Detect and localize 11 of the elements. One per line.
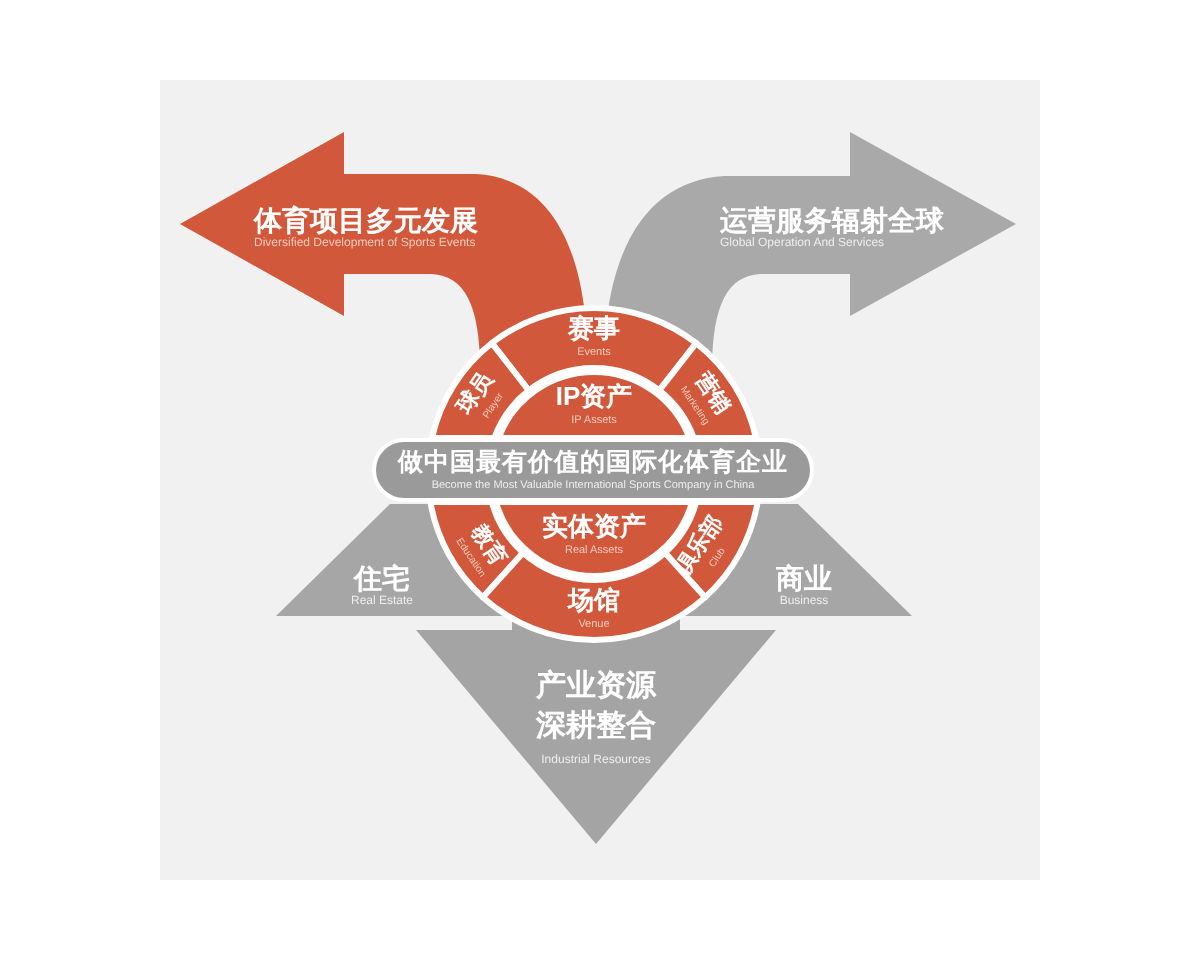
node-title: 商业 (776, 561, 832, 594)
node-title: 产业资源深耕整合 (534, 667, 659, 748)
node-title: 赛事 (568, 315, 620, 346)
node-title: 运营服务辐射全球 (720, 203, 944, 236)
node-title: 实体资产 (542, 513, 646, 544)
node-title: 体育项目多元发展 (254, 203, 478, 236)
node-title: IP资产 (555, 383, 633, 414)
node-title: 做中国最有价值的国际化体育企业 (398, 447, 788, 476)
node-title: 场馆 (568, 587, 620, 618)
node-title: 住宅 (354, 561, 410, 594)
center-banner (372, 438, 814, 502)
